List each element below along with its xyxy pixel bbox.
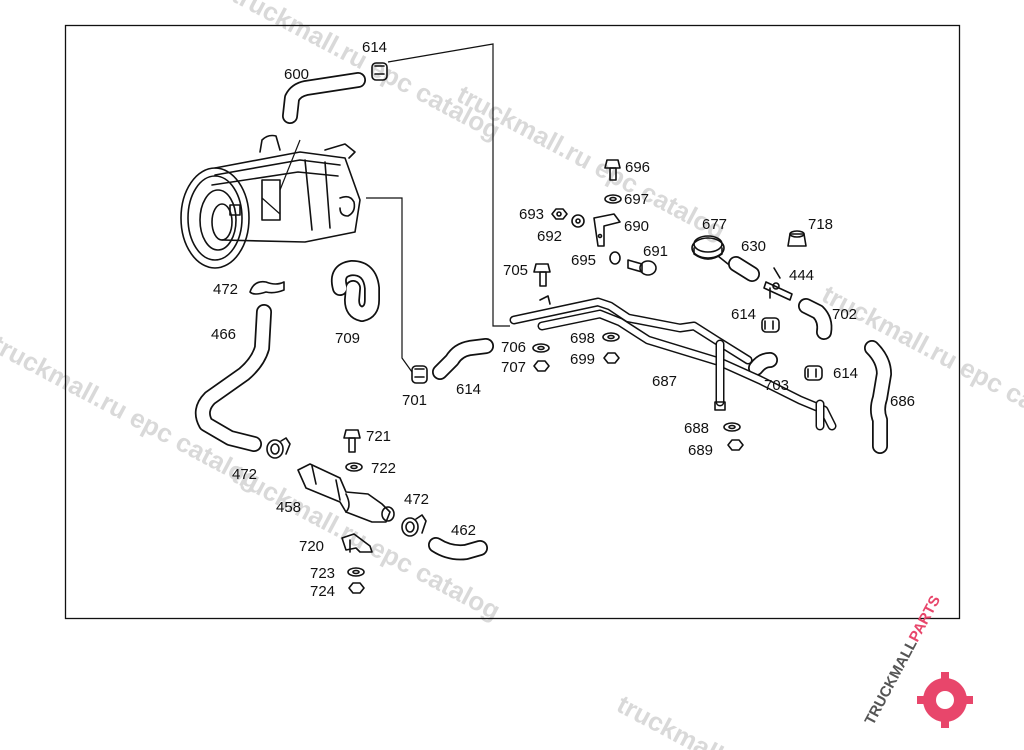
nut-724 [348,582,365,594]
part-label: 693 [519,206,544,223]
vacuum-unit-677 [691,235,729,265]
part-label: 696 [625,159,650,176]
washer-697 [604,194,622,204]
nut-699 [603,352,620,364]
clamp-472-lower [401,514,427,537]
part-label: 706 [501,339,526,356]
clamp-472-mid [266,437,291,459]
part-label: 444 [789,267,814,284]
hose-709 [330,260,380,322]
watermark: truckmall.ru epc catalog [452,79,730,246]
washer-723 [347,567,365,577]
part-label: 720 [299,538,324,555]
bracket-690 [593,213,621,247]
part-label: 472 [404,491,429,508]
hose-630 [728,256,760,282]
part-label: 688 [684,420,709,437]
washer-688 [723,422,741,432]
washer-692 [571,214,585,228]
part-label: 691 [643,243,668,260]
part-label: 690 [624,218,649,235]
part-label: 702 [832,306,857,323]
part-label: 698 [570,330,595,347]
part-label: 466 [211,326,236,343]
part-label: 677 [702,216,727,233]
part-number-labels: 614 600 696 697 693 690 692 677 718 691 630 695 705 4… [211,39,915,600]
hose-466 [194,304,272,452]
part-label: 614 [362,39,387,56]
part-label: 458 [276,499,301,516]
part-label: 705 [503,262,528,279]
part-label: 695 [571,252,596,269]
bolt-696 [604,159,621,181]
part-label: 614 [731,306,756,323]
watermark: truckmall.ru epc catalog [227,0,505,146]
part-label: 721 [366,428,391,445]
damper-458 [297,463,395,523]
hose-703 [748,352,778,376]
clamp-614-top [371,62,388,81]
clamp-614-right [761,317,780,333]
clamp-614-mid [411,365,428,384]
washer-722 [345,462,363,472]
cap-718 [787,230,807,247]
part-label: 686 [890,393,915,410]
bolt-721 [343,429,361,453]
watermark: truckmall.ru [612,689,757,750]
nut-689 [727,439,744,451]
part-label: 699 [570,351,595,368]
part-label: 709 [335,330,360,347]
part-label: 707 [501,359,526,376]
part-label: 692 [537,228,562,245]
hose-702 [798,298,833,340]
washer-698 [602,332,620,342]
hose-600 [282,72,366,124]
part-label: 723 [310,565,335,582]
part-label: 689 [688,442,713,459]
diagram-frame [64,24,961,620]
washer-706 [532,343,550,353]
part-label: 614 [833,365,858,382]
hose-686 [864,340,892,454]
part-label: 462 [451,522,476,539]
pump-assembly [180,134,361,269]
part-label: 722 [371,460,396,477]
part-label: 614 [456,381,481,398]
watermark: truckmall.ru epc catalog [817,279,1024,446]
part-label: 718 [808,216,833,233]
part-label: 472 [232,466,257,483]
leader-lines [261,43,510,373]
nut-693 [551,208,568,220]
bolt-705 [533,263,551,287]
watermark: truckmall.ru epc catalog [0,329,265,496]
clamp-472-upper [249,280,285,295]
washer-695 [609,251,621,265]
part-label: 687 [652,373,677,390]
part-label: 724 [310,583,335,600]
clamp-614-lower-right [804,365,823,381]
part-label: 703 [764,377,789,394]
part-label: 630 [741,238,766,255]
part-label: 701 [402,392,427,409]
hose-462 [428,537,488,561]
pipe-687 [509,295,837,431]
valve-444 [763,267,793,301]
bolt-691 [627,259,657,276]
part-label: 697 [624,191,649,208]
truckmall-logo: TRUCKMALLPARTS [862,593,973,728]
part-label: 472 [213,281,238,298]
nut-707 [533,360,550,372]
gear-icon [917,672,973,728]
hose-701 [432,338,494,380]
bracket-720 [341,533,373,553]
part-label: 600 [284,66,309,83]
